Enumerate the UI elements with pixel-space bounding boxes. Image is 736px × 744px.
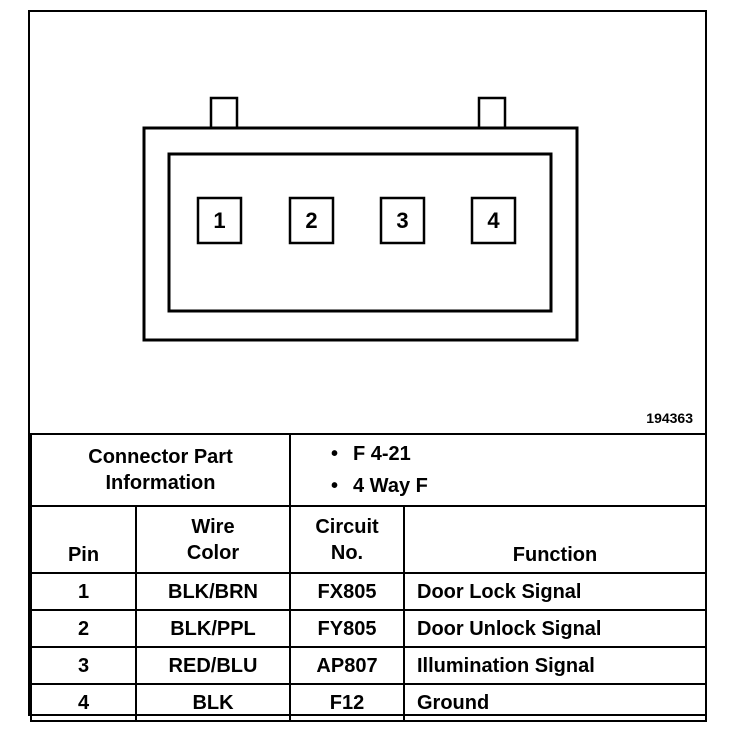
cavity-4: 4 [470,196,517,245]
cavity-2-label: 2 [305,208,317,233]
column-header-wire-color-line2: Color [186,541,240,564]
part-info-list: F 4-21 4 Way F [289,433,707,507]
cavity-3: 3 [379,196,426,245]
column-header-circuit: Circuit No. [289,505,405,574]
cavity-1: 1 [196,196,243,245]
part-info-item: 4 Way F [331,473,705,499]
table-row: 1 BLK/BRN FX805 Door Lock Signal [30,572,707,611]
part-info-item: F 4-21 [331,441,705,467]
circuit-cell: FY805 [289,609,405,648]
table-row: 3 RED/BLU AP807 Illumination Signal [30,646,707,685]
column-header-function: Function [403,505,707,574]
pin-cell: 1 [30,572,137,611]
wire-color-cell: RED/BLU [135,646,291,685]
circuit-cell: AP807 [289,646,405,685]
column-header-wire-color: Wire Color [135,505,291,574]
connector-sheet: 1 2 3 4 194363 Connector P [28,10,707,722]
pin-cell: 4 [30,683,137,722]
column-header-circuit-line1: Circuit [315,515,379,538]
wire-color-cell: BLK/BRN [135,572,291,611]
pin-cell: 3 [30,646,137,685]
cavity-2: 2 [288,196,335,245]
wire-color-cell: BLK/PPL [135,609,291,648]
part-info-row: Connector Part Information F 4-21 4 Way … [30,433,707,507]
table-row: 4 BLK F12 Ground [30,683,707,722]
pinout-table: Connector Part Information F 4-21 4 Way … [30,433,707,722]
circuit-cell: FX805 [289,572,405,611]
connector-face-drawing: 1 2 3 4 [142,96,579,342]
pin-cell: 2 [30,609,137,648]
locking-tab-right [477,96,507,131]
connector-diagram-area: 1 2 3 4 194363 [30,12,705,435]
part-info-label-line1: Connector Part [88,446,233,468]
column-header-pin: Pin [30,505,137,574]
cavity-3-label: 3 [396,208,408,233]
cavity-4-label: 4 [487,208,500,233]
part-info-label: Connector Part Information [30,433,291,507]
circuit-cell: F12 [289,683,405,722]
part-info-label-line2: Information [105,472,216,494]
column-header-circuit-line2: No. [330,541,364,564]
table-row: 2 BLK/PPL FY805 Door Unlock Signal [30,609,707,648]
function-cell: Illumination Signal [403,646,707,685]
function-cell: Door Lock Signal [403,572,707,611]
column-header-wire-color-line1: Wire [191,515,235,538]
function-cell: Ground [403,683,707,722]
function-cell: Door Unlock Signal [403,609,707,648]
column-header-row: Pin Wire Color Circuit No. Function [30,505,707,574]
figure-number: 194363 [646,410,693,426]
wire-color-cell: BLK [135,683,291,722]
locking-tab-left [209,96,239,131]
cavity-1-label: 1 [213,208,225,233]
